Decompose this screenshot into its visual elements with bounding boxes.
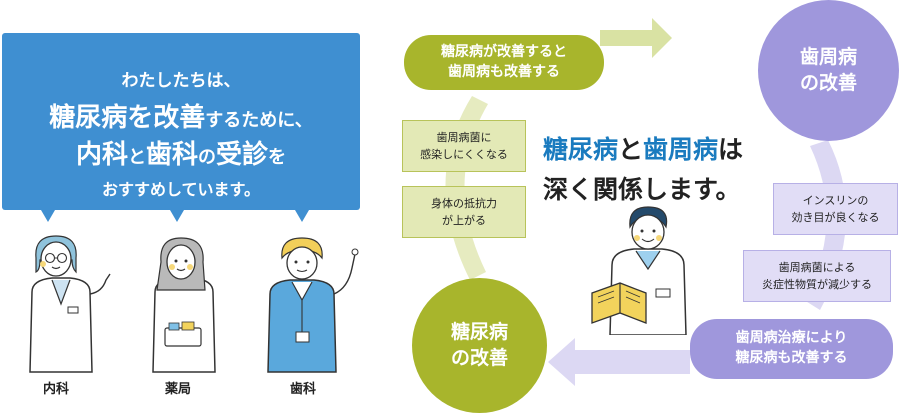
diabetes-improvement-circle: 糖尿病の改善	[412, 278, 547, 413]
headline-line-2: 深く関係します。	[543, 175, 741, 204]
arrow-bottom-icon	[548, 338, 690, 386]
banner-dentistry: 歯科	[145, 140, 198, 170]
box-g2-line-2: が上がる	[442, 214, 486, 227]
box-g1-line-2: 感染しにくくなる	[420, 148, 508, 161]
internal-medicine-doctor-illustration	[29, 235, 111, 373]
box-p2-line-2: 炎症性物質が減少する	[762, 278, 872, 291]
green-pill-line-2: 歯周病も改善する	[448, 63, 560, 80]
effect-box-insulin: インスリンの効き目が良くなる	[773, 183, 898, 235]
headline-line-1: 糖尿病と歯周病は	[543, 130, 743, 166]
headline-periodontal: 歯周病	[643, 135, 719, 164]
banner-line-2-main: 糖尿病を改善	[49, 103, 206, 133]
teeth-improvement-circle: 歯周病の改善	[758, 0, 899, 141]
headline-wa: は	[718, 135, 744, 164]
label-dentistry: 歯科	[290, 382, 317, 397]
banner-tail-left	[41, 210, 55, 222]
teeth-circle-line-2: の改善	[799, 71, 857, 94]
banner-consultation: 受診	[216, 140, 269, 170]
doctor-with-book-illustration	[591, 206, 687, 335]
teeth-circle-line-1: 歯周病	[799, 45, 857, 68]
label-pharmacy: 薬局	[165, 382, 192, 397]
headline-to: と	[618, 135, 644, 164]
banner-tail-middle	[170, 210, 184, 222]
arrow-top-icon	[600, 18, 672, 58]
box-p1-line-1: インスリンの	[802, 193, 869, 207]
banner-line-4: おすすめしています。	[102, 180, 260, 199]
banner-line-2-sub: するために、	[205, 110, 313, 131]
banner-line-3: 内科と歯科の受診を	[2, 134, 360, 171]
banner-particle-to: と	[127, 147, 146, 168]
label-internal-medicine: 内科	[43, 382, 70, 397]
purple-pill-line-2: 糖尿病も改善する	[735, 350, 848, 366]
effect-box-resistance: 身体の抵抗力が上がる	[402, 186, 526, 238]
diabetes-circle-line-2: の改善	[450, 346, 508, 369]
banner-internal-medicine: 内科	[75, 140, 128, 170]
message-banner: わたしたちは、 糖尿病を改善するために、 内科と歯科の受診を おすすめしています…	[2, 33, 360, 210]
dentist-illustration	[267, 237, 359, 373]
purple-pill-line-1: 歯周病治療により	[735, 330, 848, 347]
banner-line-2: 糖尿病を改善するために、	[2, 97, 360, 134]
box-p2-line-1: 歯周病菌による	[778, 260, 856, 274]
diabetes-circle-line-1: 糖尿病	[450, 320, 508, 343]
banner-line-1: わたしたちは、	[121, 71, 241, 91]
pharmacist-illustration	[152, 237, 216, 373]
banner-particle-no: の	[198, 147, 216, 168]
effect-box-inflammation: 歯周病菌による炎症性物質が減少する	[743, 250, 891, 302]
diabetes-to-teeth-pill: 糖尿病が改善すると歯周病も改善する	[404, 35, 604, 90]
banner-particle-wo: を	[268, 147, 287, 168]
effect-box-infection: 歯周病菌に感染しにくくなる	[402, 120, 526, 172]
banner-tail-right	[295, 210, 309, 222]
headline-diabetes: 糖尿病	[543, 135, 619, 164]
box-g1-line-1: 歯周病菌に	[436, 130, 492, 144]
box-g2-line-1: 身体の抵抗力	[431, 196, 497, 210]
green-pill-line-1: 糖尿病が改善すると	[441, 43, 567, 60]
box-p1-line-2: 効き目が良くなる	[791, 211, 880, 224]
teeth-to-diabetes-pill: 歯周病治療により糖尿病も改善する	[690, 319, 893, 379]
